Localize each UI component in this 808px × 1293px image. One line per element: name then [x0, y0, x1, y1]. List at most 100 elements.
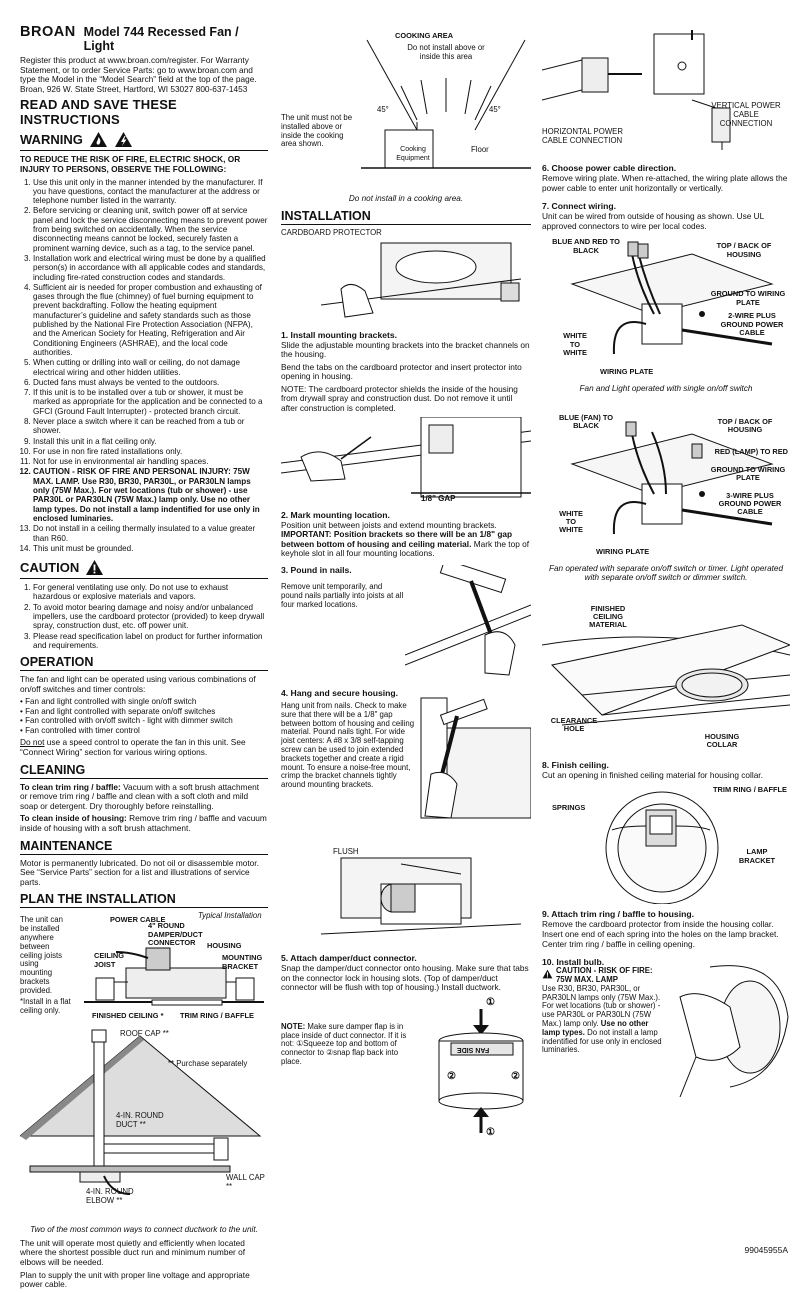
damper-drawing	[438, 1008, 524, 1133]
label-angle-left: 45°	[377, 105, 389, 114]
w1-wiring-plate: WIRING PLATE	[600, 367, 654, 377]
caution-list: For general ventilating use only. Do not…	[20, 583, 268, 650]
w1-blue-red: BLUE AND RED TO BLACK	[552, 237, 620, 255]
operation-heading: OPERATION	[20, 655, 268, 672]
step5-title: 5. Attach damper/duct connector.	[281, 953, 417, 964]
warning-item: Sufficient air is needed for proper comb…	[33, 283, 268, 357]
step6-title: 6. Choose power cable direction.	[542, 163, 677, 173]
step3-drawing	[405, 565, 531, 676]
label-finished-ceiling: FINISHED CEILING *	[92, 1011, 164, 1021]
label-trim-ring-baffle: TRIM RING / BAFFLE	[713, 785, 787, 795]
label-round-duct: 4-IN. ROUND DUCT **	[116, 1111, 164, 1130]
ductwork-figure: ROOF CAP ** ** Purchase separately 4-IN.…	[20, 1026, 268, 1224]
read-save-heading: READ AND SAVE THESE INSTRUCTIONS	[20, 97, 177, 128]
document-number: 99045955A	[744, 1245, 789, 1255]
label-power-cable: POWER CABLE	[110, 915, 166, 925]
label-cooking-area: COOKING AREA	[395, 31, 454, 40]
step1-text: Slide the adjustable mounting brackets i…	[281, 339, 530, 360]
w2-red-lamp: RED (LAMP) TO RED	[714, 446, 788, 456]
plan-side-note: *Install in a flat ceiling only.	[20, 997, 71, 1016]
w1-caption: Fan and Light operated with single on/of…	[579, 384, 753, 394]
bulb-figure: 10. Install bulb. CAUTION - RISK OF FIRE…	[542, 957, 790, 1098]
warning-item: When cutting or drilling into wall or ce…	[33, 358, 268, 377]
w2-white: WHITE TO WHITE	[559, 508, 583, 535]
number-2-right: ②	[511, 1070, 520, 1082]
operation-item: • Fan and light controlled with separate…	[20, 706, 216, 716]
operation-item: • Fan controlled with on/off switch - li…	[20, 716, 233, 726]
w1-top-back: TOP / BACK OF HOUSING	[716, 241, 772, 259]
cooking-area-drawing	[361, 39, 531, 169]
operation-list: • Fan and light controlled with single o…	[20, 697, 268, 735]
number-1-top: ①	[486, 996, 495, 1008]
step4-drawing	[420, 697, 531, 819]
maintenance-heading: MAINTENANCE	[20, 839, 268, 855]
label-springs: SPRINGS	[552, 803, 586, 813]
w1-ground: GROUND TO WIRING PLATE	[710, 289, 786, 307]
step2-title: 2. Mark mounting location.	[281, 509, 390, 520]
header: BROAN Model 744 Recessed Fan / Light	[20, 24, 268, 53]
step4-figure: 4. Hang and secure housing. Hang unit fr…	[281, 688, 531, 848]
warning-item: This unit must be grounded.	[33, 544, 268, 553]
label-ceiling-joist: CEILING JOIST	[94, 951, 124, 969]
step1-note: NOTE: The cardboard protector shields th…	[281, 383, 518, 414]
operation-note: Do not use a speed control to operate th…	[20, 737, 246, 757]
warning-list: Use this unit only in the manner intende…	[20, 178, 268, 554]
step9-title: 9. Attach trim ring / baffle to housing.	[542, 909, 694, 920]
right-column: HORIZONTAL POWER CABLE CONNECTION VERTIC…	[542, 0, 790, 1098]
caution-item: For general ventilating use only. Do not…	[33, 583, 268, 602]
warning-item: Use this unit only in the manner intende…	[33, 178, 268, 206]
shock-warning-icon	[114, 132, 132, 148]
wiring-drawing-2	[570, 421, 774, 534]
warning-item: Install this unit in a flat ceiling only…	[33, 437, 268, 446]
cleaning-trim: To clean trim ring / baffle: Vacuum with…	[20, 781, 260, 811]
w2-blue-fan: BLUE (FAN) TO BLACK	[558, 412, 614, 431]
step3-figure: 3. Pound in nails. Remove unit temporari…	[281, 565, 531, 683]
label-housing: HOUSING	[207, 941, 242, 951]
label-purchase-separately: ** Purchase separately	[168, 1059, 248, 1069]
number-2-left: ②	[447, 1070, 456, 1082]
wiring-drawing-1	[570, 241, 774, 355]
label-damper: 4" ROUND DAMPER/DUCT CONNECTOR	[148, 921, 203, 947]
quiet-text: The unit will operate most quietly and e…	[20, 1237, 246, 1268]
step1-figure: CARDBOARD PROTECTOR	[281, 228, 531, 325]
w2-top-back: TOP / BACK OF HOUSING	[717, 416, 773, 435]
step8-text: Cut an opening in finished ceiling mater…	[542, 769, 763, 780]
w2-three-wire: 3-WIRE PLUS GROUND POWER CABLE	[718, 490, 782, 517]
warning-item: Installation work and electrical wiring …	[33, 254, 268, 282]
supply-text: Plan to supply the unit with proper line…	[20, 1269, 250, 1290]
warning-heading: WARNING	[20, 131, 268, 152]
page-title: Model 744 Recessed Fan / Light	[83, 25, 239, 53]
label-horizontal-connection: HORIZONTAL POWER CABLE CONNECTION	[542, 127, 624, 145]
finish-ceiling-drawing	[542, 624, 790, 726]
label-lamp-bracket: LAMP BRACKET	[738, 847, 776, 865]
left-column: BROAN Model 744 Recessed Fan / Light Reg…	[20, 0, 268, 1293]
finish-ceiling-figure: FINISHED CEILING MATERIAL CLEARANCE HOLE…	[542, 604, 790, 755]
step7-text: Unit can be wired from outside of housin…	[542, 211, 764, 231]
step5-figure: FLUSH	[281, 847, 531, 948]
step2-text: Position unit between joists and extend …	[281, 519, 530, 559]
ductwork-drawing	[20, 1029, 262, 1196]
maintenance-text: Motor is permanently lubricated. Do not …	[20, 857, 259, 887]
fire-warning-icon	[89, 132, 107, 148]
step6-text: Remove wiring plate. When re-attached, t…	[542, 173, 788, 193]
step10-caution: CAUTION - RISK OF FIRE: 75W MAX. LAMP	[542, 966, 666, 985]
warning-item: CAUTION - RISK OF FIRE AND PERSONAL INJU…	[33, 467, 268, 523]
trim-figure: TRIM RING / BAFFLE SPRINGS LAMP BRACKET	[542, 785, 790, 905]
caution-item: Please read specification label on produ…	[33, 632, 268, 651]
label-vertical-connection: VERTICAL POWER CABLE CONNECTION	[711, 101, 781, 128]
label-clearance-hole: CLEARANCE HOLE	[550, 715, 598, 734]
step4-text: Hang unit from nails. Check to make sure…	[281, 701, 415, 790]
step5-text: Snap the damper/duct connector onto hous…	[281, 963, 529, 993]
warning-item: Ducted fans must always be vented to the…	[33, 378, 268, 387]
typical-installation-figure: The unit can be installed anywhere betwe…	[20, 912, 268, 1022]
w1-two-wire: 2-WIRE PLUS GROUND POWER CABLE	[720, 311, 784, 337]
middle-column: COOKING AREA Do not install above or ins…	[281, 0, 531, 1141]
caution-icon	[86, 560, 104, 576]
step2-drawing	[281, 416, 531, 498]
operation-item: • Fan and light controlled with single o…	[20, 697, 197, 707]
step10-lamps: Use R30, BR30, PAR30L, or PAR30LN lamps …	[542, 983, 661, 1002]
warning-item: If this unit is to be installed over a t…	[33, 388, 268, 416]
wiring-figure-2: BLUE (FAN) TO BLACK TOP / BACK OF HOUSIN…	[542, 412, 790, 564]
step1-text-b: Bend the tabs on the cardboard protector…	[281, 361, 522, 382]
label-do-not-install: Do not install above or inside this area	[407, 43, 485, 61]
